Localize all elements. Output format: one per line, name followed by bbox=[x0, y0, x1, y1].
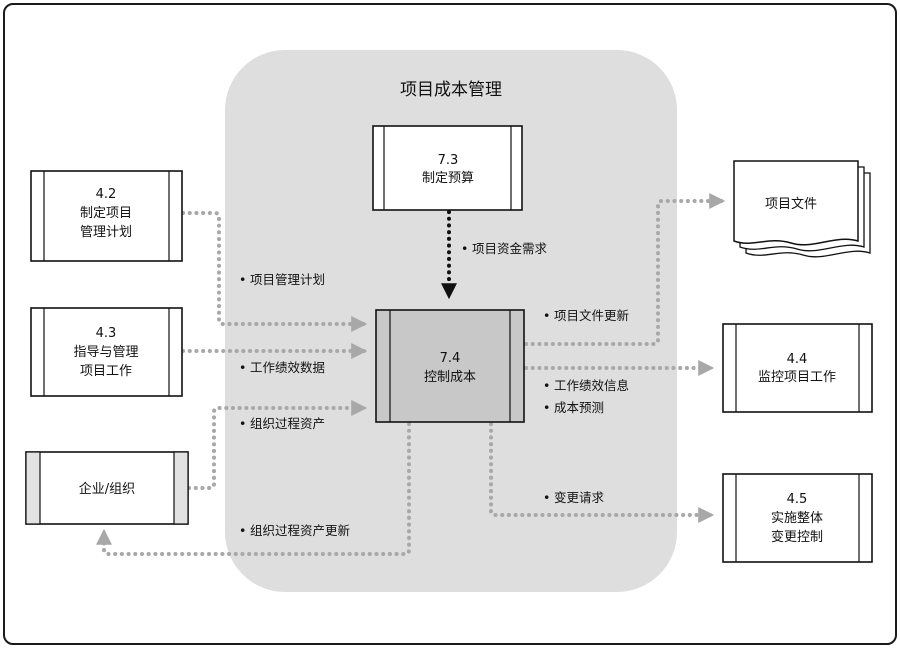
process-box-control[interactable]: 7.4 控制成本 bbox=[375, 309, 525, 423]
label-forecast: • 成本预测 bbox=[543, 400, 604, 415]
project-documents[interactable]: 项目文件 bbox=[733, 160, 871, 258]
arrow-control-to-docs bbox=[524, 193, 726, 346]
monitor-name: 监控项目工作 bbox=[758, 370, 836, 385]
bullet: • bbox=[543, 490, 550, 505]
funding-text: 项目资金需求 bbox=[472, 241, 548, 256]
bullet: • bbox=[239, 416, 246, 431]
arrow-plan-to-control bbox=[181, 211, 368, 332]
change-number: 4.5 bbox=[787, 492, 808, 507]
budget-name: 制定预算 bbox=[422, 171, 474, 186]
enterprise-organization[interactable]: 企业/组织 bbox=[25, 451, 189, 525]
process-box-plan[interactable]: 4.2 制定项目 管理计划 bbox=[30, 170, 183, 262]
monitor-number: 4.4 bbox=[787, 352, 808, 367]
process-box-monitor[interactable]: 4.4 监控项目工作 bbox=[722, 323, 873, 413]
bullet: • bbox=[239, 272, 246, 287]
arrow-control-to-change bbox=[489, 422, 715, 523]
plan-line2: 管理计划 bbox=[80, 225, 132, 240]
label-work-data: • 工作绩效数据 bbox=[239, 360, 325, 375]
process-box-budget[interactable]: 7.3 制定预算 bbox=[372, 125, 523, 211]
label-funding: • 项目资金需求 bbox=[461, 241, 548, 256]
diagram-frame bbox=[3, 3, 897, 645]
process-box-direct[interactable]: 4.3 指导与管理 项目工作 bbox=[30, 307, 183, 397]
process-box-change[interactable]: 4.5 实施整体 变更控制 bbox=[722, 473, 873, 563]
label-work-info: • 工作绩效信息 bbox=[543, 378, 629, 393]
work-data-text: 工作绩效数据 bbox=[250, 360, 325, 375]
plan-line1: 制定项目 bbox=[80, 206, 132, 221]
label-change-req: • 变更请求 bbox=[543, 490, 605, 505]
control-name: 控制成本 bbox=[424, 370, 476, 385]
arrow-control-to-enterprise bbox=[96, 422, 411, 556]
pm-plan-text: 项目管理计划 bbox=[250, 272, 325, 287]
change-line1: 实施整体 bbox=[771, 511, 823, 526]
docs-name: 项目文件 bbox=[765, 197, 817, 212]
doc-update-text: 项目文件更新 bbox=[554, 308, 629, 323]
bullet: • bbox=[543, 378, 550, 393]
bullet: • bbox=[543, 308, 550, 323]
plan-number: 4.2 bbox=[96, 187, 117, 202]
label-doc-update: • 项目文件更新 bbox=[543, 308, 629, 323]
enterprise-name: 企业/组织 bbox=[79, 481, 135, 497]
direct-line2: 项目工作 bbox=[80, 364, 132, 379]
direct-line1: 指导与管理 bbox=[73, 345, 138, 360]
work-info-text: 工作绩效信息 bbox=[554, 378, 629, 393]
forecast-text: 成本预测 bbox=[554, 400, 604, 415]
bullet: • bbox=[239, 360, 246, 375]
panel-title: 项目成本管理 bbox=[400, 80, 502, 100]
label-pm-plan: • 项目管理计划 bbox=[239, 272, 325, 287]
label-opa: • 组织过程资产 bbox=[239, 416, 325, 431]
change-req-text: 变更请求 bbox=[554, 490, 605, 505]
direct-number: 4.3 bbox=[96, 326, 117, 341]
control-number: 7.4 bbox=[440, 351, 461, 366]
opa-update-text: 组织过程资产更新 bbox=[250, 523, 350, 538]
bullet: • bbox=[543, 400, 550, 415]
budget-number: 7.3 bbox=[438, 153, 459, 168]
bullet: • bbox=[239, 523, 246, 538]
label-opa-update: • 组织过程资产更新 bbox=[239, 523, 350, 538]
change-line2: 变更控制 bbox=[771, 529, 823, 545]
opa-text: 组织过程资产 bbox=[250, 416, 325, 431]
bullet: • bbox=[461, 241, 468, 256]
